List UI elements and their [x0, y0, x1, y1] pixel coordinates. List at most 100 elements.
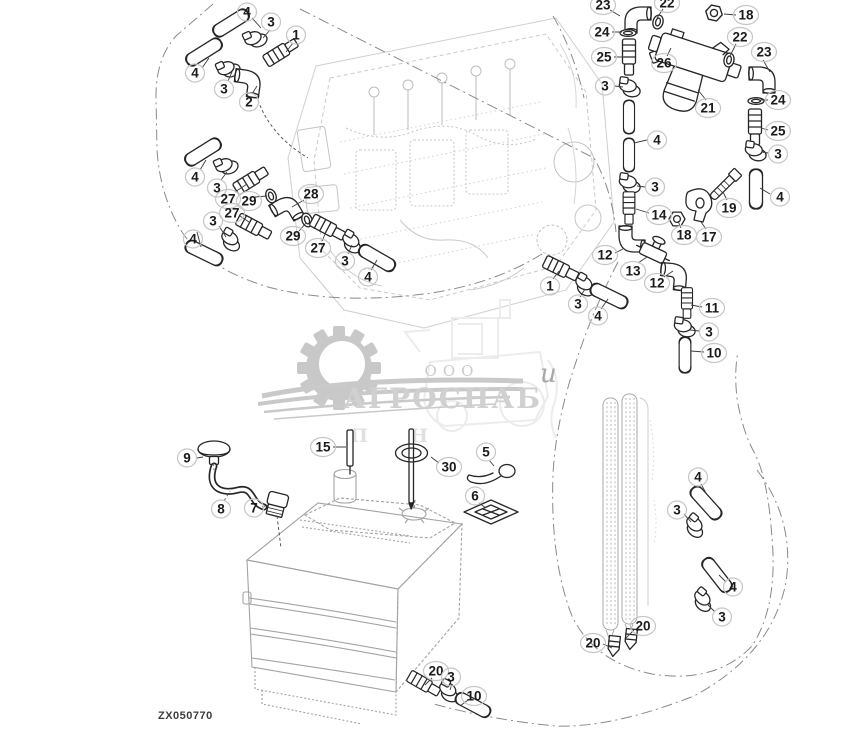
svg-text:21: 21 [700, 101, 716, 116]
vent-hose-inner [210, 464, 266, 509]
callout: 27 [214, 188, 242, 210]
svg-text:9: 9 [183, 451, 191, 466]
fitting-drawing [747, 108, 763, 146]
svg-text:3: 3 [574, 297, 582, 312]
oil-cooler-sketch [602, 393, 657, 651]
callout: 3 [698, 322, 720, 342]
svg-text:3: 3 [213, 181, 221, 196]
drain-plug-drawing [606, 634, 622, 658]
callout: 10 [700, 342, 728, 364]
svg-text:22: 22 [732, 30, 747, 45]
svg-text:28: 28 [303, 187, 319, 202]
svg-text:3: 3 [209, 214, 217, 229]
hose-drawing [622, 137, 636, 173]
callout: 17 [695, 226, 723, 248]
callout: 9 [176, 448, 198, 468]
svg-text:23: 23 [756, 45, 772, 60]
valve-drawing [633, 229, 678, 267]
callout: 21 [694, 97, 722, 119]
washer-drawing [747, 96, 765, 106]
callout: 3 [594, 76, 616, 96]
svg-text:18: 18 [676, 228, 692, 243]
svg-text:29: 29 [285, 229, 300, 244]
clamp-drawing [672, 315, 698, 339]
svg-text:1: 1 [292, 28, 300, 43]
svg-text:3: 3 [774, 147, 782, 162]
leader-lines [196, 8, 771, 707]
clamp-drawing [743, 139, 769, 163]
svg-text:2: 2 [245, 95, 253, 110]
callout: 4 [587, 306, 609, 326]
svg-text:4: 4 [364, 270, 372, 285]
callout: 4 [184, 167, 206, 187]
svg-text:20: 20 [428, 664, 443, 679]
svg-text:18: 18 [738, 8, 754, 23]
svg-text:19: 19 [721, 201, 736, 216]
callout: 26 [650, 52, 678, 74]
fitting-drawing [621, 38, 637, 76]
svg-text:7: 7 [250, 501, 258, 516]
svg-text:10: 10 [466, 689, 481, 704]
swoosh-lines [257, 377, 524, 420]
svg-text:20: 20 [635, 619, 650, 634]
watermark: ООО АГРОСНАБ и П Н [257, 299, 558, 447]
hose-drawing [622, 99, 636, 135]
dipstick-drawing [394, 428, 429, 510]
callout: 18 [732, 4, 760, 26]
svg-text:6: 6 [471, 489, 479, 504]
tank-fitting-drawing [265, 490, 290, 518]
callouts: 4 3 1 4 3 2 4 3 27 29 28 27 3 4 29 27 3 … [176, 0, 792, 707]
elbow-drawing [748, 66, 776, 94]
svg-text:3: 3 [341, 254, 349, 269]
callout: 3 [711, 607, 733, 627]
svg-text:15: 15 [315, 440, 331, 455]
svg-text:14: 14 [651, 208, 667, 223]
svg-text:10: 10 [706, 346, 721, 361]
callout: 2 [238, 92, 260, 112]
svg-text:3: 3 [718, 610, 726, 625]
svg-text:23: 23 [595, 0, 611, 13]
callout: 3 [260, 12, 282, 32]
svg-text:4: 4 [729, 580, 737, 595]
watermark-fragment-p: П [350, 425, 368, 447]
fitting-drawing [680, 287, 694, 319]
callout: 10 [460, 685, 488, 707]
callout: 3 [213, 79, 235, 99]
callout: 7 [243, 498, 265, 518]
callout: 18 [670, 224, 698, 246]
callout: 4 [769, 187, 791, 207]
hose-drawing [587, 280, 631, 312]
svg-text:1: 1 [546, 279, 554, 294]
washer-drawing [619, 28, 637, 38]
svg-text:17: 17 [701, 230, 716, 245]
svg-text:3: 3 [651, 180, 659, 195]
watermark-fragment-n: Н [410, 425, 428, 447]
svg-text:5: 5 [482, 445, 490, 460]
fitting-drawing [234, 212, 274, 242]
callout: 24 [588, 21, 616, 43]
svg-text:27: 27 [220, 192, 235, 207]
mount-pad-drawing [463, 499, 519, 525]
svg-text:8: 8 [217, 502, 225, 517]
svg-text:3: 3 [220, 82, 228, 97]
svg-text:3: 3 [447, 670, 455, 685]
svg-text:4: 4 [594, 309, 602, 324]
callout: 22 [726, 26, 754, 48]
fitting-drawing [622, 191, 636, 225]
svg-text:11: 11 [705, 301, 720, 316]
callout: 27 [218, 202, 246, 224]
callout: 12 [591, 244, 619, 266]
svg-text:4: 4 [653, 133, 661, 148]
svg-text:4: 4 [243, 5, 251, 20]
callout: 3 [644, 177, 666, 197]
fuel-cap-drawing [197, 440, 231, 466]
svg-text:29: 29 [241, 194, 256, 209]
callout: 4 [236, 2, 258, 22]
nut-drawing [703, 3, 725, 23]
callout: 3 [767, 144, 789, 164]
callout: 20 [579, 632, 607, 654]
callout: 12 [643, 272, 671, 294]
svg-text:12: 12 [649, 276, 664, 291]
svg-text:27: 27 [310, 241, 325, 256]
